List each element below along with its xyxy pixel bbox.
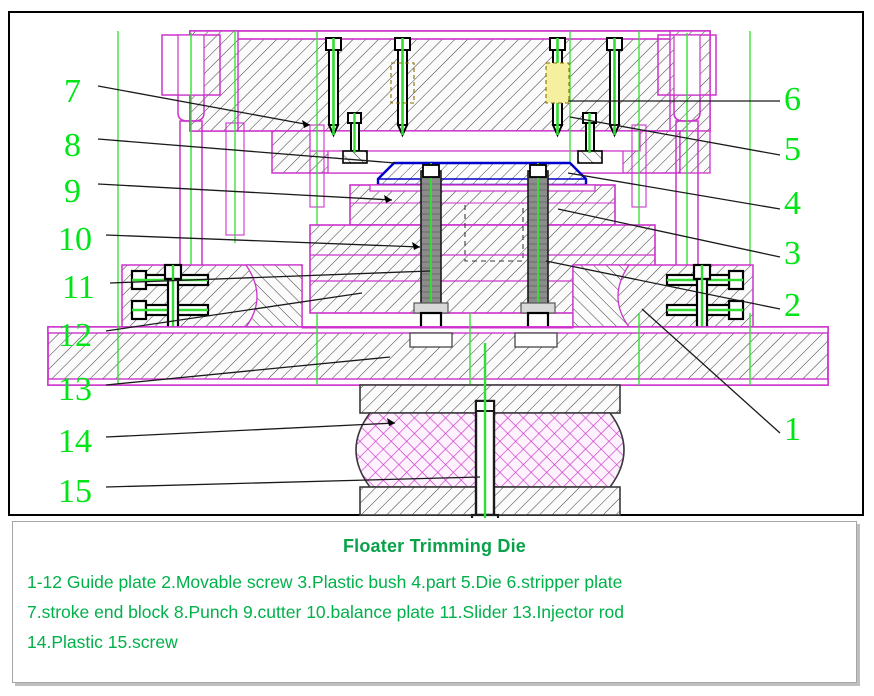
callout-12: 12 (58, 317, 92, 354)
right-slider-assembly (572, 263, 754, 364)
callout-3: 3 (784, 235, 801, 272)
legend-line-3: 14.Plastic 15.screw (27, 632, 178, 652)
caption-box: Floater Trimming Die 1-12 Guide plate 2.… (12, 521, 857, 683)
callout-11: 11 (62, 269, 95, 306)
callout-9: 9 (64, 173, 81, 210)
leader-lines-left (97, 85, 481, 488)
callout-14: 14 (58, 423, 92, 460)
plastic-part-fixture (355, 343, 625, 518)
callout-15: 15 (58, 473, 92, 510)
legend-line-2: 7.stroke end block 8.Punch 9.cutter 10.b… (27, 602, 624, 622)
callout-13: 13 (58, 371, 92, 408)
legend-line-1: 1-12 Guide plate 2.Movable screw 3.Plast… (27, 572, 623, 592)
blue-workpiece-part (376, 161, 588, 187)
callout-6: 6 (784, 81, 801, 118)
callout-1: 1 (784, 411, 801, 448)
lower-die-shoe (47, 313, 829, 386)
leader-arrowheads (302, 120, 420, 426)
figure-title: Floater Trimming Die (342, 536, 527, 556)
callout-5: 5 (784, 131, 801, 168)
callout-7: 7 (64, 73, 81, 110)
callout-2: 2 (784, 287, 801, 324)
die-block (309, 184, 656, 314)
callout-4: 4 (784, 185, 801, 222)
technical-drawing-frame: 7 8 9 10 11 12 13 14 15 6 5 4 3 2 1 (8, 11, 864, 518)
top-cap-screws (325, 37, 623, 164)
callout-8: 8 (64, 127, 81, 164)
callout-10: 10 (58, 221, 92, 258)
legend-lines: 1-12 Guide plate 2.Movable screw 3.Plast… (13, 567, 856, 657)
leader-lines-right (545, 100, 781, 434)
cross-section-drawing (47, 30, 829, 518)
